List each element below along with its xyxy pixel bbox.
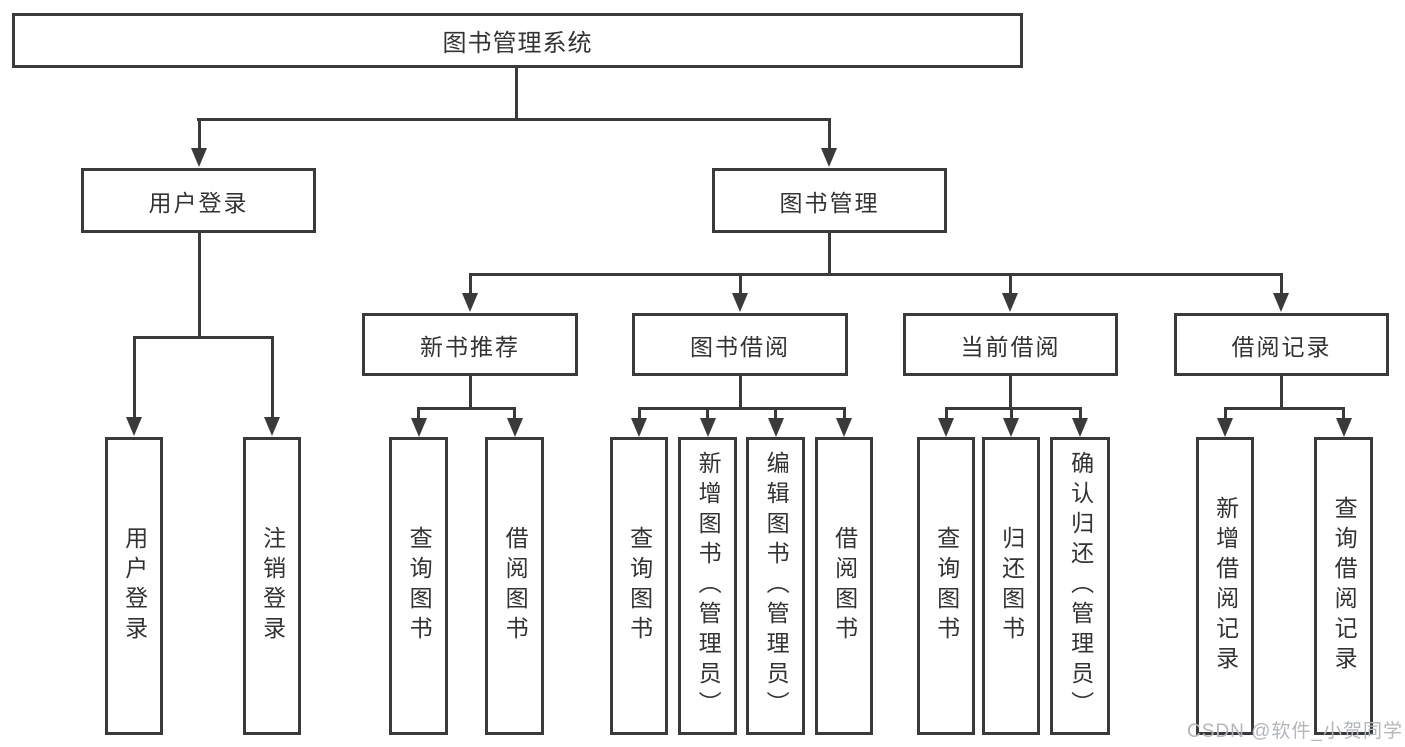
arrow-down-icon bbox=[417, 407, 420, 418]
arrow-down-icon bbox=[1078, 407, 1082, 418]
arrow-down-icon bbox=[738, 273, 742, 293]
arrow-down-icon bbox=[1009, 407, 1013, 418]
node-label: 借阅图书 bbox=[502, 526, 529, 646]
node-label: 图书管理 bbox=[779, 189, 880, 216]
node-label: 查询图书 bbox=[933, 526, 960, 646]
leaf-user-login: 用户登录 bbox=[105, 437, 163, 735]
node-label: 借阅记录 bbox=[1231, 333, 1332, 360]
connector-line bbox=[515, 68, 518, 120]
node-label: 图书管理系统 bbox=[442, 30, 593, 57]
node-borrowing-records: 借阅记录 bbox=[1174, 313, 1389, 376]
leaf-edit-books-admin: 编辑图书（管理员） bbox=[746, 437, 805, 735]
connector-line bbox=[468, 273, 1283, 276]
leaf-query-books: 查询图书 bbox=[917, 437, 975, 735]
connector-line bbox=[197, 118, 831, 121]
arrow-down-icon bbox=[842, 407, 846, 418]
node-label: 编辑图书（管理员） bbox=[763, 451, 790, 721]
node-book-management: 图书管理 bbox=[712, 168, 947, 233]
node-library-system: 图书管理系统 bbox=[12, 13, 1023, 68]
arrow-down-icon bbox=[270, 336, 274, 417]
arrow-down-icon bbox=[637, 407, 641, 418]
arrow-down-icon bbox=[827, 118, 831, 148]
node-label: 借阅图书 bbox=[831, 526, 858, 646]
connector-line bbox=[197, 233, 201, 336]
node-user-login: 用户登录 bbox=[81, 168, 316, 233]
node-label: 用户登录 bbox=[121, 526, 148, 646]
node-book-borrowing: 图书借阅 bbox=[632, 313, 848, 376]
arrow-down-icon bbox=[1279, 273, 1283, 293]
node-label: 新书推荐 bbox=[420, 333, 520, 360]
node-label: 查询图书 bbox=[626, 526, 653, 646]
arrow-down-icon bbox=[468, 273, 472, 293]
leaf-confirm-return-admin: 确认归还（管理员） bbox=[1050, 437, 1110, 735]
connector-line bbox=[1008, 376, 1012, 407]
arrow-down-icon bbox=[1008, 273, 1012, 293]
node-label: 图书借阅 bbox=[690, 333, 790, 360]
arrow-down-icon bbox=[774, 407, 777, 418]
node-label: 归还图书 bbox=[998, 526, 1025, 646]
node-label: 查询借阅记录 bbox=[1331, 496, 1358, 676]
connector-line bbox=[468, 376, 472, 407]
csdn-watermark: CSDN @软件_小贺同学 bbox=[1187, 721, 1403, 742]
node-label: 新增借阅记录 bbox=[1212, 496, 1239, 676]
leaf-return-books: 归还图书 bbox=[982, 437, 1040, 735]
arrow-down-icon bbox=[1223, 407, 1227, 418]
leaf-logout: 注销登录 bbox=[243, 437, 301, 735]
leaf-add-books-admin: 新增图书（管理员） bbox=[678, 437, 737, 735]
node-current-borrowing: 当前借阅 bbox=[903, 313, 1118, 376]
leaf-borrow-books: 借阅图书 bbox=[485, 437, 544, 735]
leaf-query-books: 查询图书 bbox=[610, 437, 668, 735]
arrow-down-icon bbox=[197, 118, 201, 148]
leaf-query-borrow-record: 查询借阅记录 bbox=[1314, 437, 1373, 735]
leaf-add-borrow-record: 新增借阅记录 bbox=[1196, 437, 1254, 735]
connector-line bbox=[132, 336, 274, 339]
connector-line bbox=[417, 407, 516, 410]
node-label: 确认归还（管理员） bbox=[1067, 451, 1094, 721]
node-label: 新增图书（管理员） bbox=[695, 451, 722, 721]
leaf-query-books: 查询图书 bbox=[389, 437, 448, 735]
node-label: 查询图书 bbox=[406, 526, 433, 646]
leaf-borrow-books: 借阅图书 bbox=[815, 437, 873, 735]
connector-line bbox=[944, 407, 1082, 410]
node-new-book-recommendation: 新书推荐 bbox=[362, 313, 578, 376]
connector-line bbox=[1279, 376, 1283, 407]
node-label: 用户登录 bbox=[148, 189, 249, 216]
arrow-down-icon bbox=[132, 336, 136, 417]
node-label: 注销登录 bbox=[259, 526, 286, 646]
connector-line bbox=[827, 233, 831, 273]
arrow-down-icon bbox=[944, 407, 948, 418]
connector-line bbox=[1223, 407, 1345, 410]
arrow-down-icon bbox=[1342, 407, 1345, 418]
node-label: 当前借阅 bbox=[960, 333, 1061, 360]
arrow-down-icon bbox=[706, 407, 709, 418]
arrow-down-icon bbox=[513, 407, 516, 418]
connector-line bbox=[738, 376, 742, 407]
connector-line bbox=[637, 407, 846, 410]
